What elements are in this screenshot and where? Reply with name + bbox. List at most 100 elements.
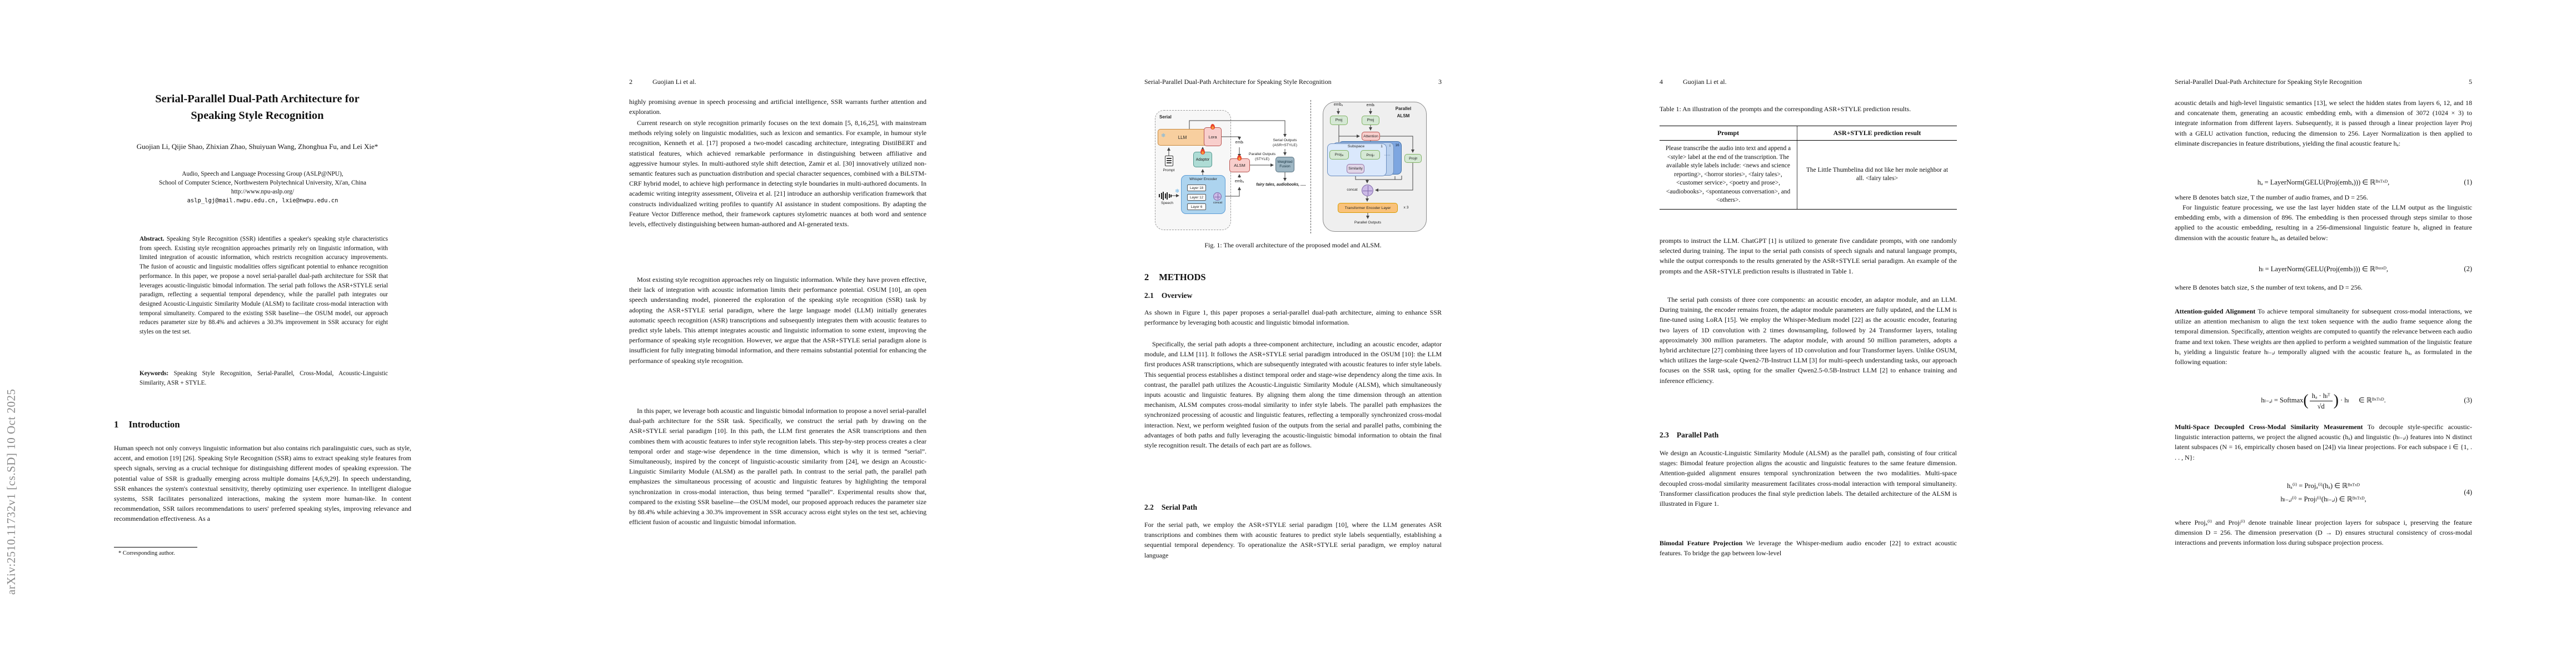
attention-label: Attention bbox=[1363, 134, 1378, 138]
equation-number: (3) bbox=[2464, 396, 2472, 404]
keywords-label: Keywords: bbox=[139, 370, 169, 377]
page-number: 3 bbox=[1438, 78, 1442, 86]
snowflake-icon: ❄ bbox=[1175, 188, 1180, 195]
proj-box-linguistic: Proj bbox=[1362, 116, 1379, 125]
affiliation-url: http://www.npu-aslp.org/ bbox=[231, 188, 295, 195]
paper-title: Serial-Parallel Dual-Path Architecture f… bbox=[155, 93, 360, 122]
running-title: Serial-Parallel Dual-Path Architecture f… bbox=[1144, 78, 1332, 86]
flame-icon bbox=[1200, 148, 1205, 155]
paragraph-multi-space: Multi-Space Decoupled Cross-Modal Simila… bbox=[2175, 422, 2472, 462]
running-head-page-5: Serial-Parallel Dual-Path Architecture f… bbox=[2175, 78, 2472, 86]
paragraph: where B denotes batch size, T the number… bbox=[2175, 193, 2368, 201]
section-number: 1 bbox=[114, 419, 119, 430]
paragraph: acoustic details and high-level linguist… bbox=[2175, 99, 2472, 147]
paragraph-text: To achieve temporal simultaneity for sub… bbox=[2175, 307, 2472, 366]
subsection-title: Serial Path bbox=[1161, 503, 1197, 511]
page-2: 2 Guojian Li et al. highly promising ave… bbox=[515, 0, 1030, 667]
running-author: Guojian Li et al. bbox=[652, 78, 696, 86]
snowflake-icon: ❄ bbox=[1161, 133, 1166, 139]
equation-3: hₗ₋ₐₗ = Softmax(hₐ · hₗᵀ√d) · hₗ ∈ ℝᴮˣᵀˣ… bbox=[2175, 388, 2472, 412]
paragraph: As shown in Figure 1, this paper propose… bbox=[1144, 308, 1442, 327]
prompt-icon bbox=[1165, 156, 1173, 166]
subsection-heading-overview: 2.1 Overview bbox=[1144, 291, 1192, 300]
equation-4: hₐ⁽ⁱ⁾ = Projₐ⁽ⁱ⁾(hₐ) ∈ ℝᴮˣᵀˣᴰ hₗ₋ₐₗ⁽ⁱ⁾ =… bbox=[2175, 479, 2472, 506]
equation-line-2: hₗ₋ₐₗ⁽ⁱ⁾ = Projₗ⁽ⁱ⁾(hₗ₋ₐₗ) ∈ ℝᴮˣᵀˣᴰ, bbox=[2280, 495, 2366, 503]
parallel-outputs-style-label: Parallel Outputs (STYLE) bbox=[1248, 152, 1276, 162]
proj-g-label: Proj bbox=[1409, 156, 1416, 161]
llm-label: LLM bbox=[1178, 135, 1187, 140]
page-1: Serial-Parallel Dual-Path Architecture f… bbox=[0, 0, 515, 667]
parallel-outputs-text: Parallel Outputs bbox=[1354, 221, 1382, 225]
speech-label: Speech bbox=[1160, 201, 1174, 205]
serial-label: Serial bbox=[1159, 115, 1172, 120]
flame-icon bbox=[1237, 155, 1242, 161]
subspace-index-i: i bbox=[1389, 144, 1391, 148]
whisper-encoder-label: Whisper Encoder bbox=[1189, 177, 1217, 181]
running-head-page-3: Serial-Parallel Dual-Path Architecture f… bbox=[1144, 78, 1442, 86]
section-heading-introduction: 1 Introduction bbox=[114, 419, 180, 430]
footnote: * Corresponding author. bbox=[118, 550, 175, 556]
subspace-index-1: 1 bbox=[1381, 145, 1383, 148]
fraction-denominator: √d bbox=[2317, 402, 2325, 410]
page-number: 5 bbox=[2469, 78, 2472, 86]
subsection-heading-parallel-path: 2.3 Parallel Path bbox=[1660, 431, 1718, 440]
paragraph: The serial path consists of three core c… bbox=[1660, 296, 1957, 385]
figure-caption: Fig. 1: The overall architecture of the … bbox=[1204, 241, 1382, 249]
paragraph: Current research on style recognition pr… bbox=[629, 119, 926, 228]
speech-waveform-icon bbox=[1159, 191, 1172, 200]
table-1: Prompt ASR+STYLE prediction result Pleas… bbox=[1660, 126, 1957, 210]
panel-emb-a-label: embₐ bbox=[1333, 103, 1343, 107]
subsection-title: Parallel Path bbox=[1676, 431, 1719, 439]
introduction-paragraph: Human speech not only conveys linguistic… bbox=[114, 444, 411, 523]
concat-label: concat bbox=[1213, 201, 1223, 205]
paragraph: highly promising avenue in speech proces… bbox=[629, 98, 926, 116]
subsection-title: Overview bbox=[1161, 291, 1193, 300]
weighted-fusion-line1: Weighted bbox=[1277, 160, 1293, 164]
transformer-encoder-box: Transformer Encoder Layer bbox=[1338, 203, 1398, 213]
layer-6-label: Layer 6 bbox=[1190, 205, 1203, 209]
weighted-fusion-line2: Fusion bbox=[1279, 165, 1291, 168]
section-heading-methods: 2 METHODS bbox=[1144, 272, 1206, 283]
paragraph: Specifically, the serial path adopts a t… bbox=[1144, 340, 1442, 450]
layer-6-box: Layer 6 bbox=[1187, 203, 1206, 210]
paragraph: Most existing style recognition approach… bbox=[629, 276, 926, 365]
paragraph-attention-alignment: Attention-guided Alignment To achieve te… bbox=[2175, 306, 2472, 367]
paragraph: where Projₐ⁽ⁱ⁾ and Projₗ⁽ⁱ⁾ denote train… bbox=[2175, 519, 2472, 547]
run-in-heading-bimodal: Bimodal Feature Projection bbox=[1660, 539, 1743, 547]
parallel-outputs-line1: Parallel Outputs bbox=[1248, 152, 1276, 156]
proj-ia-box: Projᵢₐ bbox=[1329, 150, 1349, 160]
table-body-row: Please transcribe the audio into text an… bbox=[1660, 141, 1957, 209]
attention-box: Attention bbox=[1362, 132, 1380, 141]
section-title: METHODS bbox=[1159, 272, 1206, 282]
concat-circle bbox=[1213, 192, 1222, 201]
proj-label: Proj bbox=[1367, 118, 1374, 122]
email-line: aslp_lgj@mail.nwpu.edu.cn, lxie@nwpu.edu… bbox=[187, 197, 338, 204]
equation-number: (4) bbox=[2464, 488, 2472, 496]
concat-circle-2 bbox=[1362, 185, 1373, 196]
fraction: hₐ · hₗᵀ√d bbox=[2309, 391, 2333, 411]
weighted-fusion-box: Weighted Fusion bbox=[1275, 157, 1294, 172]
paragraph: We design an Acoustic-Linguistic Similar… bbox=[1660, 449, 1957, 508]
similarity-label: Similarity bbox=[1348, 167, 1363, 171]
paragraph-bimodal: Bimodal Feature Projection We leverage t… bbox=[1660, 538, 1957, 558]
equation-lhs: hₗ₋ₐₗ = Softmax bbox=[2261, 396, 2304, 404]
authors: Guojian Li, Qijie Shao, Zhixian Zhao, Sh… bbox=[136, 142, 378, 151]
subsection-heading-serial-path: 2.2 Serial Path bbox=[1144, 503, 1197, 512]
page-5: Serial-Parallel Dual-Path Architecture f… bbox=[2061, 0, 2576, 667]
lora-box: Lora bbox=[1204, 127, 1222, 146]
layer-12-box: Layer 12 bbox=[1187, 194, 1206, 201]
paragraph: prompts to instruct the LLM. ChatGPT [1]… bbox=[1660, 237, 1957, 275]
table-cell-prompt: Please transcribe the audio into text an… bbox=[1660, 141, 1797, 209]
affiliation-line-2: School of Computer Science, Northwestern… bbox=[158, 180, 367, 186]
table-caption: Table 1: An illustration of the prompts … bbox=[1660, 105, 1911, 113]
proj-il-label: Projᵢₗ bbox=[1366, 153, 1374, 157]
subsection-number: 2.1 bbox=[1144, 291, 1154, 300]
table-header-row: Prompt ASR+STYLE prediction result bbox=[1660, 126, 1957, 141]
paragraph: In this paper, we leverage both acoustic… bbox=[629, 407, 926, 526]
equation-mid: · hₗ bbox=[2340, 396, 2349, 404]
serial-outputs-label: Serial Outputs (ASR+STYLE) bbox=[1265, 138, 1304, 148]
abstract-text: Speaking Style Recognition (SSR) identif… bbox=[139, 236, 388, 336]
keywords-text: Speaking Style Recognition, Serial-Paral… bbox=[139, 370, 388, 386]
equation-number: (1) bbox=[2464, 178, 2472, 186]
